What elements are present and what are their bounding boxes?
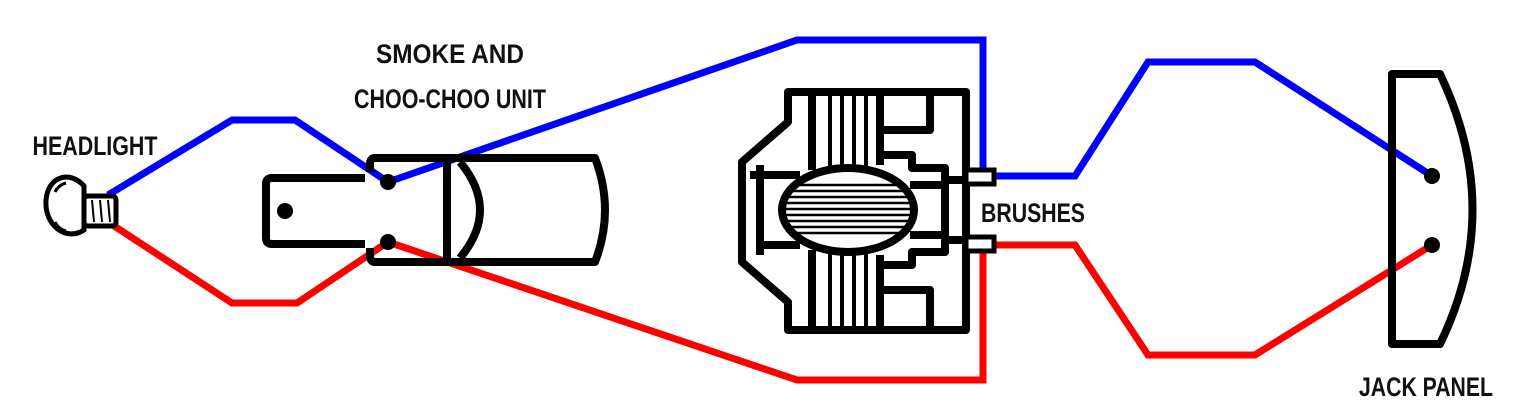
jack-terminal-positive [1424, 168, 1440, 184]
brushes-label: BRUSHES [981, 198, 1085, 228]
smoke-unit-terminal-positive [380, 174, 396, 190]
smoke-unit-icon [262, 154, 609, 266]
jack-panel-icon [1388, 70, 1477, 348]
smoke-unit-label-line2: CHOO-CHOO UNIT [354, 84, 546, 114]
smoke-unit-terminal-negative [380, 234, 396, 250]
brush-tab-top [963, 167, 997, 187]
red-wire-smoke-motor-jack [386, 238, 1434, 384]
blue-wire-headlight-smoke [106, 116, 390, 198]
red-wire-headlight-smoke [106, 219, 390, 307]
jack-terminal-negative [1424, 237, 1440, 253]
smoke-unit-label-line1: SMOKE AND [376, 39, 524, 69]
jack-panel-label: JACK PANEL [1359, 372, 1493, 402]
blue-wire-smoke-motor-jack [386, 36, 1434, 186]
brush-tab-bottom [963, 234, 997, 254]
headlight-label: HEADLIGHT [33, 131, 158, 161]
headlight-bulb-icon [43, 174, 119, 237]
motor-icon [738, 88, 997, 334]
